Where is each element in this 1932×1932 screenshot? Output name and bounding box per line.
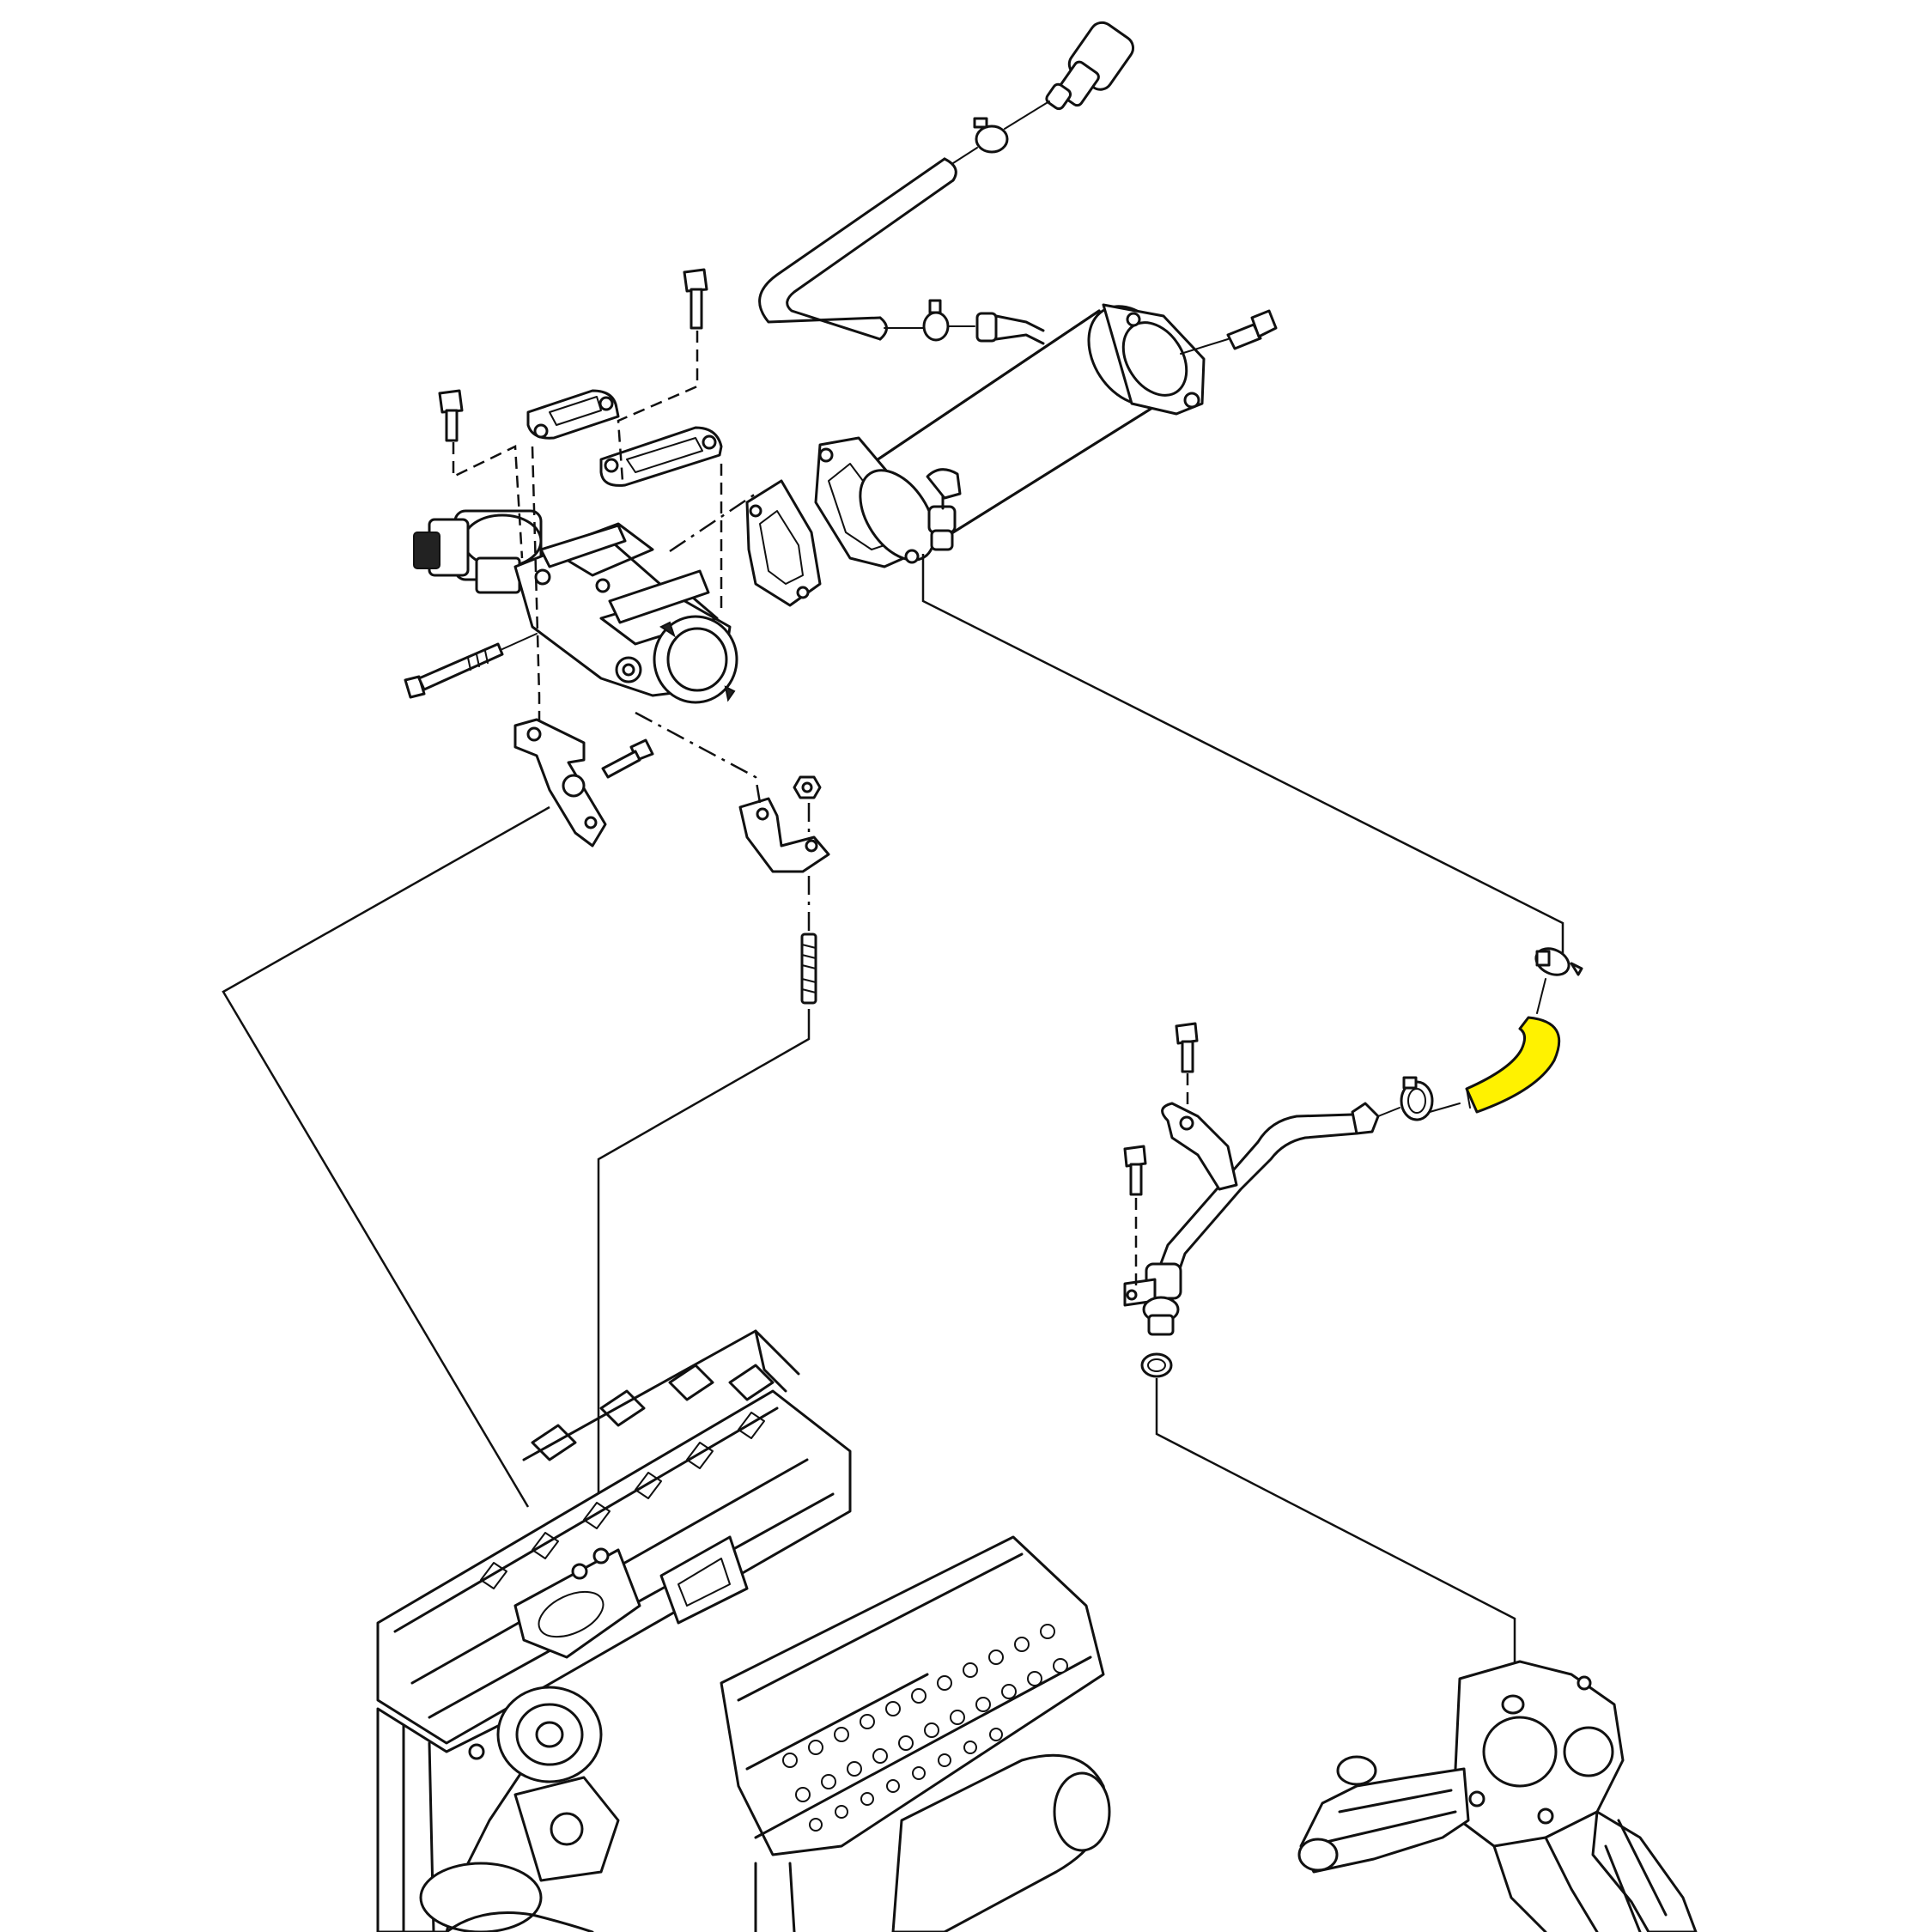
tube-bolt-lower xyxy=(1123,1145,1147,1196)
egr-cooler xyxy=(814,303,1206,568)
coolant-housing xyxy=(1297,1660,1698,1932)
leader-bracket-to-manifold xyxy=(222,805,550,1508)
tube-bolt-upper xyxy=(1175,1022,1199,1073)
leader-cooler-to-hose xyxy=(921,554,1564,953)
quick-connector xyxy=(1045,21,1135,111)
valve-long-bolt xyxy=(404,642,504,699)
bracket-nut xyxy=(793,775,822,799)
hose-clamp-lower xyxy=(1534,947,1583,976)
egr-valve-bracket xyxy=(513,718,607,848)
hose-clamp-top xyxy=(973,117,1009,154)
bracket-bolt xyxy=(601,738,654,779)
egr-valve-gasket-upper xyxy=(526,389,620,440)
egr-cooler-gasket xyxy=(745,479,822,607)
valve-bolt-right xyxy=(683,268,708,330)
egr-valve-gasket-lower xyxy=(599,426,723,487)
valve-gasket-mid xyxy=(539,524,710,624)
cooler-inlet-tube xyxy=(975,312,1045,345)
leader-stud-to-manifold xyxy=(597,1009,811,1597)
egr-coolant-tube xyxy=(1123,1102,1380,1336)
hose-clamp-mid xyxy=(922,299,950,342)
tube-o-ring xyxy=(1140,1352,1173,1378)
bracket-stud xyxy=(800,933,817,1005)
valve-bolt-left xyxy=(438,389,464,442)
coolant-hose xyxy=(1465,1016,1561,1114)
egr-cooler-coolant-hose-upper xyxy=(758,157,957,341)
leader-tube-to-housing xyxy=(1155,1378,1516,1696)
cooler-bolt-right xyxy=(1226,309,1278,350)
support-bracket xyxy=(738,797,830,873)
hose-clamp-tube xyxy=(1400,1076,1434,1121)
engine-block xyxy=(376,1329,1111,1932)
